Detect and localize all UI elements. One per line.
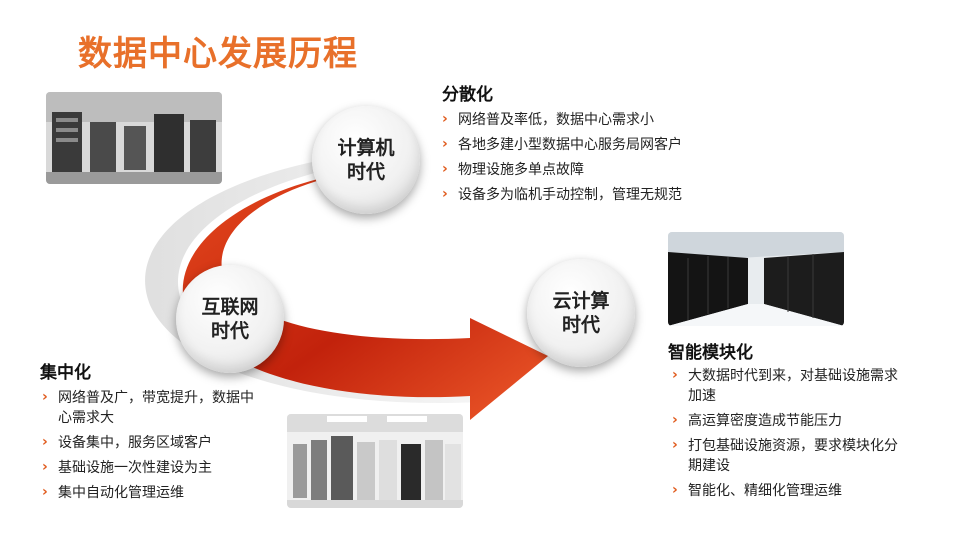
stage-cloud-label: 云计算时代 <box>552 290 610 336</box>
decentralized-title: 分散化 <box>442 85 493 105</box>
vintage-computer-photo <box>46 92 222 184</box>
list-item: 设备多为临机手动控制，管理无规范 <box>440 184 740 205</box>
list-item: 各地多建小型数据中心服务局网客户 <box>440 134 740 155</box>
stage-computer-era: 计算机时代 <box>312 106 420 214</box>
list-item: 网络普及率低，数据中心需求小 <box>440 109 740 130</box>
stage-internet-label: 互联网时代 <box>201 296 259 342</box>
modern-datacenter-photo <box>668 232 844 326</box>
modular-list: 大数据时代到来，对基础设施需求加速 高运算密度造成节能压力 打包基础设施资源，要… <box>670 365 906 506</box>
list-item: 物理设施多单点故障 <box>440 159 740 180</box>
stage-cloud-era: 云计算时代 <box>527 259 635 367</box>
modular-title: 智能模块化 <box>668 343 753 363</box>
list-item: 网络普及广，带宽提升，数据中心需求大 <box>40 387 262 428</box>
list-item: 高运算密度造成节能压力 <box>670 410 906 431</box>
list-item: 基础设施一次性建设为主 <box>40 457 262 478</box>
stage-computer-label: 计算机时代 <box>337 137 395 183</box>
list-item: 打包基础设施资源，要求模块化分期建设 <box>670 435 906 476</box>
list-item: 大数据时代到来，对基础设施需求加速 <box>670 365 906 406</box>
list-item: 设备集中，服务区域客户 <box>40 432 262 453</box>
list-item: 智能化、精细化管理运维 <box>670 480 906 501</box>
centralized-title: 集中化 <box>40 363 91 383</box>
decentralized-list: 网络普及率低，数据中心需求小 各地多建小型数据中心服务局网客户 物理设施多单点故… <box>440 109 740 210</box>
centralized-list: 网络普及广，带宽提升，数据中心需求大 设备集中，服务区域客户 基础设施一次性建设… <box>40 387 262 508</box>
stage-internet-era: 互联网时代 <box>176 265 284 373</box>
page-title: 数据中心发展历程 <box>78 34 358 74</box>
server-room-photo <box>287 414 463 508</box>
list-item: 集中自动化管理运维 <box>40 482 262 503</box>
